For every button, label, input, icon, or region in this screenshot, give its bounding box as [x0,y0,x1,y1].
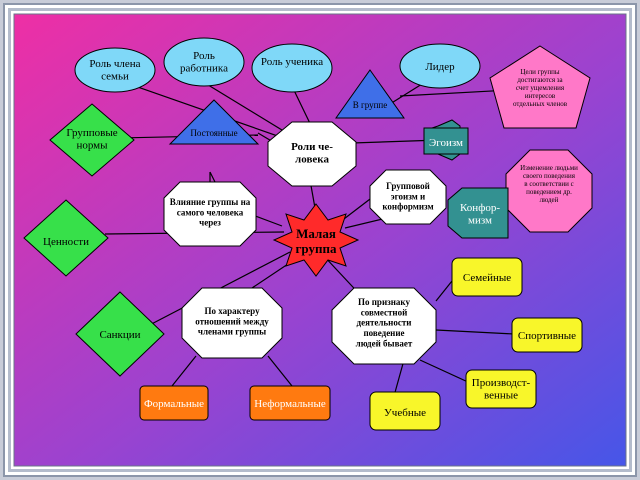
node-family-label: Семейные [463,272,511,284]
node-conformism-label: Конфор-мизм [460,202,500,227]
frame-pattern [8,8,632,472]
node-role-student: Роль ученика [251,43,333,93]
node-sport: Спортивные [511,317,583,353]
node-role-student-label: Роль ученика [261,56,323,68]
node-formal: Формальные [139,385,209,421]
node-informal: Неформальные [249,385,331,421]
node-formal-label: Формальные [144,398,204,410]
node-values: Ценности [23,199,109,277]
node-constant: Постоянные [168,99,260,145]
node-conformism: Конфор-мизм [447,187,509,239]
node-informal-label: Неформальные [254,398,326,410]
node-roles-label: Роли че-ловека [291,141,333,166]
node-family: Семейные [451,257,523,297]
node-educational-label: Учебные [384,407,426,419]
node-values-label: Ценности [43,236,89,248]
node-sanctions-label: Санкции [99,329,140,341]
node-egoism: Эгоизм [423,119,469,161]
node-leader-label: Лидер [425,61,455,73]
node-egoism-label: Эгоизм [429,137,463,149]
node-leader: Лидер [399,43,481,89]
node-production-label: Производст-венные [472,377,531,402]
node-sport-label: Спортивные [518,330,576,342]
node-educational: Учебные [369,391,441,431]
node-roles: Роли че-ловека [267,121,357,187]
node-in-group: В группе [335,69,405,119]
node-in-group-label: В группе [353,100,387,110]
node-constant-label: Постоянные [190,128,237,138]
node-sanctions: Санкции [75,291,165,377]
node-production: Производст-венные [465,369,537,409]
